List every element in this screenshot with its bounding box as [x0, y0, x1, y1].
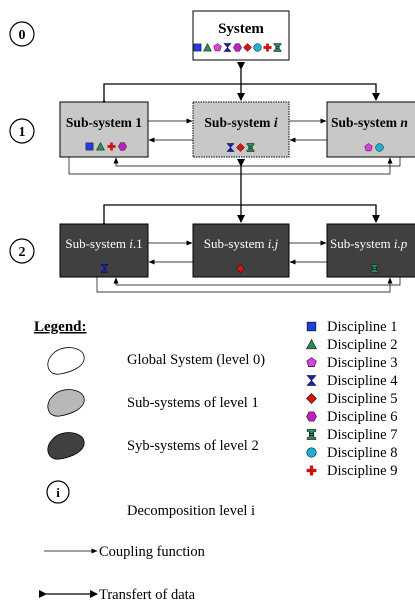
- square-icon: [306, 321, 317, 332]
- legend-decomposition-label: Decomposition level i: [127, 503, 255, 519]
- subsystem-ij-box: Sub-system i.j: [192, 223, 290, 278]
- discipline-label: Discipline 3: [327, 355, 397, 371]
- subsystem-i1-box: Sub-system i.1: [59, 223, 149, 278]
- cross-icon: [306, 465, 317, 476]
- discipline-label: Discipline 2: [327, 337, 397, 353]
- level2-shape-icon: [47, 432, 85, 460]
- discipline-label: Discipline 6: [327, 409, 397, 425]
- discipline-item-7: Discipline 7: [306, 427, 397, 443]
- discipline-item-2: Discipline 2: [306, 337, 397, 353]
- discipline-label: Discipline 4: [327, 373, 398, 389]
- discipline-label: Discipline 5: [327, 391, 397, 407]
- square-icon: [85, 142, 94, 151]
- level-marker-label: 0: [19, 28, 26, 43]
- legend-title: Legend:: [34, 319, 87, 335]
- subsystem-label: Sub-system i.1: [65, 236, 142, 251]
- subsystem-label: Sub-system i.j: [204, 236, 279, 251]
- pentagon-icon: [306, 357, 317, 367]
- coupling-functions-level-2: [96, 240, 401, 293]
- transfer-arrows-level-1-2: [100, 159, 380, 229]
- discipline-label: Discipline 9: [327, 463, 397, 479]
- hexagon-icon: [306, 411, 317, 422]
- circle-icon: [253, 43, 262, 52]
- subsystem-n-box: Sub-system n: [326, 101, 415, 158]
- subsystem-1-box: Sub-system 1: [59, 101, 149, 158]
- square-icon: [193, 43, 202, 52]
- level1-shape-icon: [47, 389, 85, 417]
- decomposition-level-icon: i: [46, 480, 70, 504]
- discipline-item-1: Discipline 1: [306, 319, 397, 335]
- discipline-item-8: Discipline 8: [306, 445, 397, 461]
- coupling-functions-level-1: [68, 118, 401, 175]
- discipline-item-6: Discipline 6: [306, 409, 397, 425]
- discipline-item-5: Discipline 5: [306, 391, 397, 407]
- level-marker-0: 0: [9, 21, 35, 47]
- legend-transfer-label: Transfert of data: [99, 587, 196, 603]
- hourglass-icon: [306, 375, 317, 386]
- global-system-shape-icon: [47, 347, 85, 375]
- discipline-item-9: Discipline 9: [306, 463, 397, 479]
- discipline-item-3: Discipline 3: [306, 355, 397, 371]
- subsystem-i-box: Sub-system i: [192, 101, 290, 158]
- subsystem-label: Sub-system i.p: [330, 236, 408, 251]
- circle-icon: [306, 447, 317, 458]
- discipline-label: Discipline 1: [327, 319, 397, 335]
- system-box: System: [192, 10, 290, 61]
- system-discipline-icons: [193, 43, 282, 52]
- discipline-label: Discipline 8: [327, 445, 397, 461]
- discipline-label: Discipline 7: [327, 427, 397, 443]
- system-label: System: [218, 21, 264, 37]
- diamond-icon: [306, 393, 317, 404]
- triangle-icon: [306, 339, 317, 350]
- legend: Legend: Global System (level 0) Sub-syst…: [34, 319, 265, 603]
- discipline-item-4: Discipline 4: [306, 373, 398, 389]
- circle-icon: [375, 143, 384, 152]
- legend-global-label: Global System (level 0): [127, 352, 265, 368]
- svg-text:i: i: [56, 485, 60, 500]
- subsystem-label: Sub-system n: [331, 115, 408, 130]
- discipline-legend: Discipline 1 Discipline 2 Discipline 3 D…: [306, 319, 398, 479]
- legend-level2-label: Syb-systems of level 2: [127, 438, 259, 454]
- hexagon-icon: [233, 43, 242, 52]
- legend-level1-label: Sub-systems of level 1: [127, 395, 259, 411]
- subsystem-ip-box: Sub-system i.p: [326, 223, 415, 278]
- level-marker-1: 1: [9, 118, 35, 144]
- level-marker-label: 2: [19, 245, 26, 260]
- legend-coupling-label: Coupling function: [99, 544, 206, 560]
- hexagon-icon: [118, 142, 127, 151]
- level-marker-label: 1: [19, 125, 26, 140]
- subsystem-label: Sub-system 1: [66, 115, 142, 130]
- level-marker-2: 2: [9, 238, 35, 264]
- transfer-arrows-level-0-1: [100, 62, 380, 107]
- spool-icon: [306, 429, 317, 440]
- subsystem-label: Sub-system i: [204, 115, 277, 130]
